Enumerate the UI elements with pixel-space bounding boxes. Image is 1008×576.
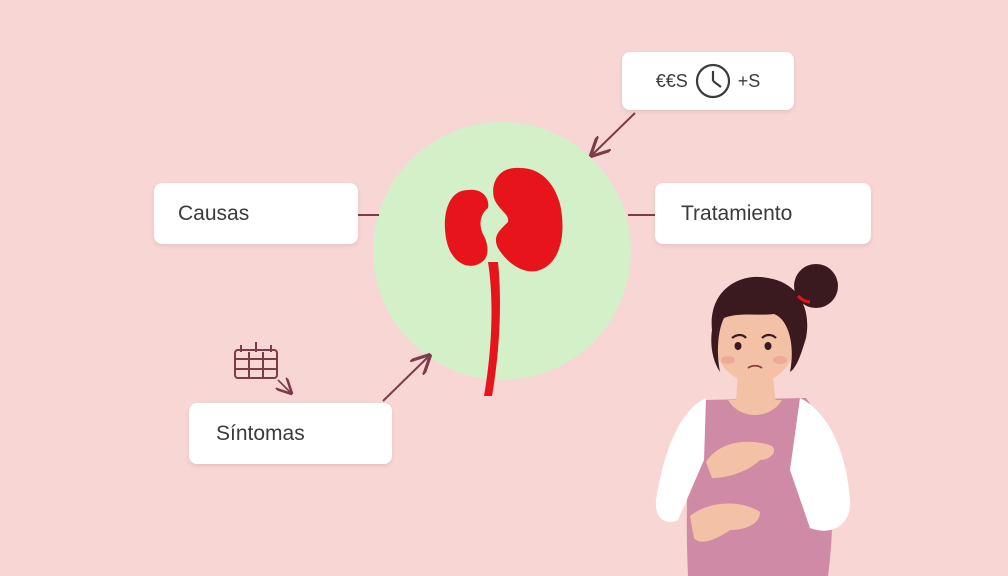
- clock-icon: [695, 63, 730, 99]
- woman-hair-bun: [794, 264, 838, 308]
- arrow-time-to-center: [593, 112, 636, 154]
- calendar-icon: [234, 342, 278, 379]
- woman-hand-stomach: [690, 503, 760, 542]
- woman-hair: [711, 276, 808, 372]
- treatment-box: Tratamiento: [655, 183, 871, 244]
- arrow-symptoms-to-center: [382, 357, 428, 402]
- time-suffix-text: +S: [737, 70, 761, 91]
- causes-label: Causas: [178, 201, 250, 225]
- woman-arm-right: [790, 398, 851, 531]
- causes-box: Causas: [154, 183, 358, 244]
- woman-arm-left: [655, 398, 706, 522]
- woman-figure: [655, 264, 851, 576]
- symptoms-label: Síntomas: [216, 421, 305, 445]
- kidney-icon: [444, 167, 563, 396]
- woman-hand-chest: [706, 441, 775, 478]
- arrow-calendar-small: [278, 380, 290, 392]
- time-box: €€S +S: [622, 52, 794, 110]
- treatment-label: Tratamiento: [681, 201, 793, 225]
- symptoms-box: Síntomas: [189, 403, 392, 464]
- time-prefix-text: €€S: [655, 70, 688, 91]
